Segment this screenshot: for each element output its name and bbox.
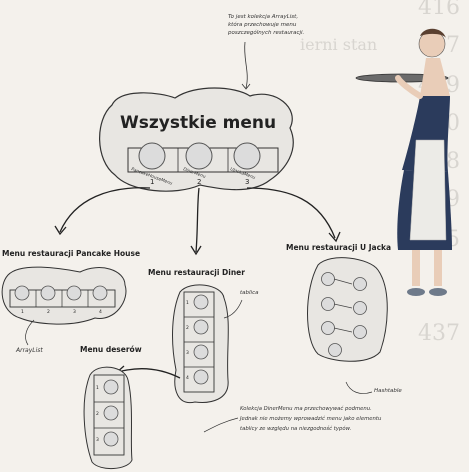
bottom-note-line-2: Jednak nie możemy wprowadzić menu jako e… [239,415,382,422]
top-index-1: 1 [150,178,154,186]
jack-type-label: Hashtable [374,388,402,394]
svg-text:3: 3 [96,437,99,443]
top-index-3: 3 [245,178,249,186]
plate-diner [186,143,212,169]
diner-type-label: tablica [240,290,259,296]
svg-text:2: 2 [186,325,189,331]
svg-text:4: 4 [186,375,189,381]
bottom-note-line-1: Kolekcja DinerMenu ma przechowywać podme… [240,405,372,412]
jack-cloud [308,258,388,362]
svg-text:1: 1 [186,300,189,306]
top-note-line-1: To jest kolekcja ArrayList, [228,14,298,20]
svg-text:1: 1 [96,385,99,391]
svg-text:3: 3 [73,309,76,315]
arrow-to-jack [247,188,335,238]
diner-label: Menu restauracji Diner [148,268,245,277]
top-note-line-2: która przechowuje menu [228,21,297,28]
arrow-to-pancake [60,188,150,232]
jack-label: Menu restauracji U Jacka [286,243,391,252]
bottom-note-line-3: tablicy ze względu na niezgodność typów. [240,425,351,432]
bg-number-8: 437 [418,321,460,346]
pancake-type-label: ArrayList [15,347,43,354]
top-note: To jest kolekcja ArrayList, która przech… [227,14,305,36]
dessert-label: Menu deserów [80,345,142,354]
svg-text:1: 1 [21,309,24,315]
plate-pancake [139,143,165,169]
pancake-label: Menu restauracji Pancake House [2,249,140,258]
top-plates [139,143,260,169]
svg-text:3: 3 [186,350,189,356]
top-note-arrow [245,42,248,88]
dessert-items [104,380,118,446]
arrow-to-diner [196,188,199,252]
top-note-line-3: poszczególnych restauracji. [227,29,305,36]
plate-jack [234,143,260,169]
all-menus-title: Wszystkie menu [120,113,276,133]
svg-text:2: 2 [96,411,99,417]
bg-number-1: 416 [418,0,460,20]
svg-text:4: 4 [99,309,102,315]
top-index-2: 2 [197,178,201,186]
arrow-to-dessert [118,369,180,378]
waitress-figure [356,29,452,296]
bg-word: ierni stan [300,35,377,54]
bottom-note: Kolekcja DinerMenu ma przechowywać podme… [239,405,382,432]
svg-text:2: 2 [47,309,50,315]
apron [410,140,446,240]
